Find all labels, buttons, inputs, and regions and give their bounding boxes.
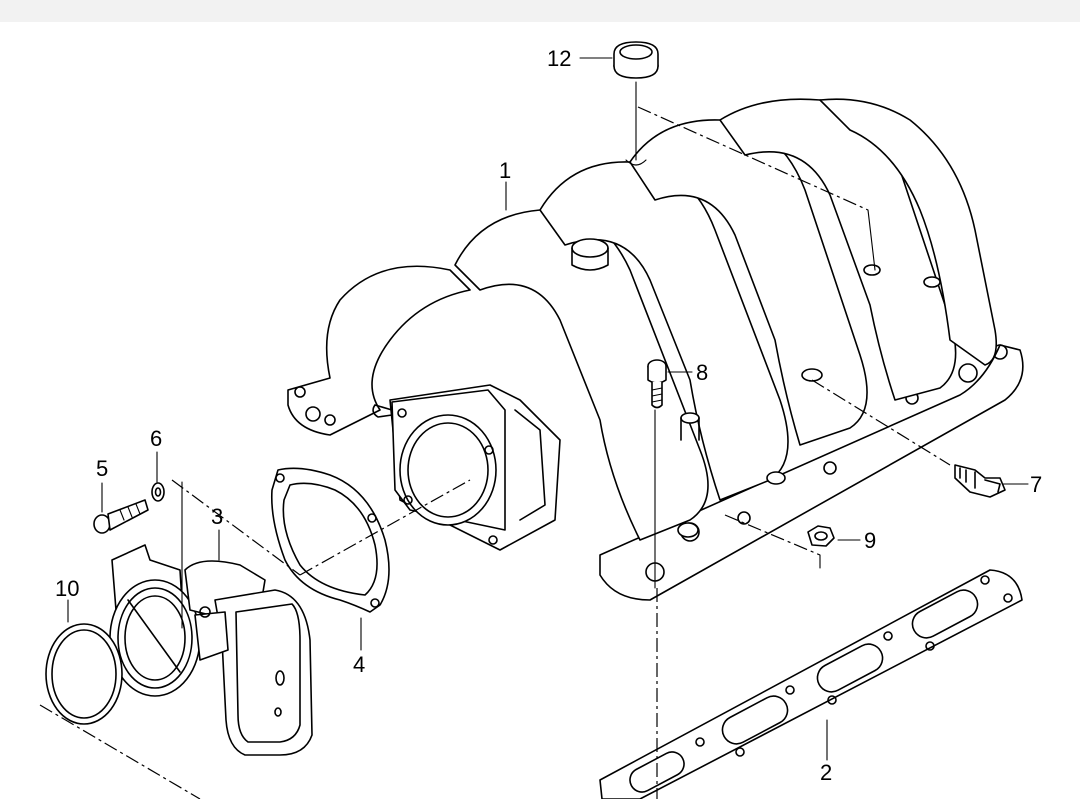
callout-7: 7	[1030, 472, 1042, 497]
callout-12: 12	[547, 46, 571, 71]
callout-9: 9	[864, 528, 876, 553]
throttle-body	[109, 544, 313, 756]
o-ring-10	[45, 623, 123, 725]
callouts: 12 1 8 9 7 4 2 3 5 6 10	[55, 46, 1042, 785]
callout-6: 6	[150, 426, 162, 451]
temperature-sensor	[954, 464, 1006, 498]
washer-6	[151, 482, 165, 502]
callout-10: 10	[55, 576, 79, 601]
nut-9	[807, 525, 835, 547]
callout-2: 2	[820, 760, 832, 785]
bolt-8	[647, 359, 667, 409]
cap-plug	[613, 41, 659, 166]
callout-5: 5	[96, 456, 108, 481]
throttle-gasket	[270, 467, 390, 613]
bolt-5	[93, 499, 149, 534]
leader-lines	[67, 57, 1029, 761]
assembly-lines	[39, 106, 951, 799]
callout-3: 3	[211, 504, 223, 529]
callout-4: 4	[353, 652, 365, 677]
intake-manifold	[287, 98, 1024, 601]
top-bar	[0, 0, 1080, 22]
callout-8: 8	[696, 360, 708, 385]
callout-1: 1	[499, 158, 511, 183]
manifold-gasket	[599, 569, 1023, 799]
